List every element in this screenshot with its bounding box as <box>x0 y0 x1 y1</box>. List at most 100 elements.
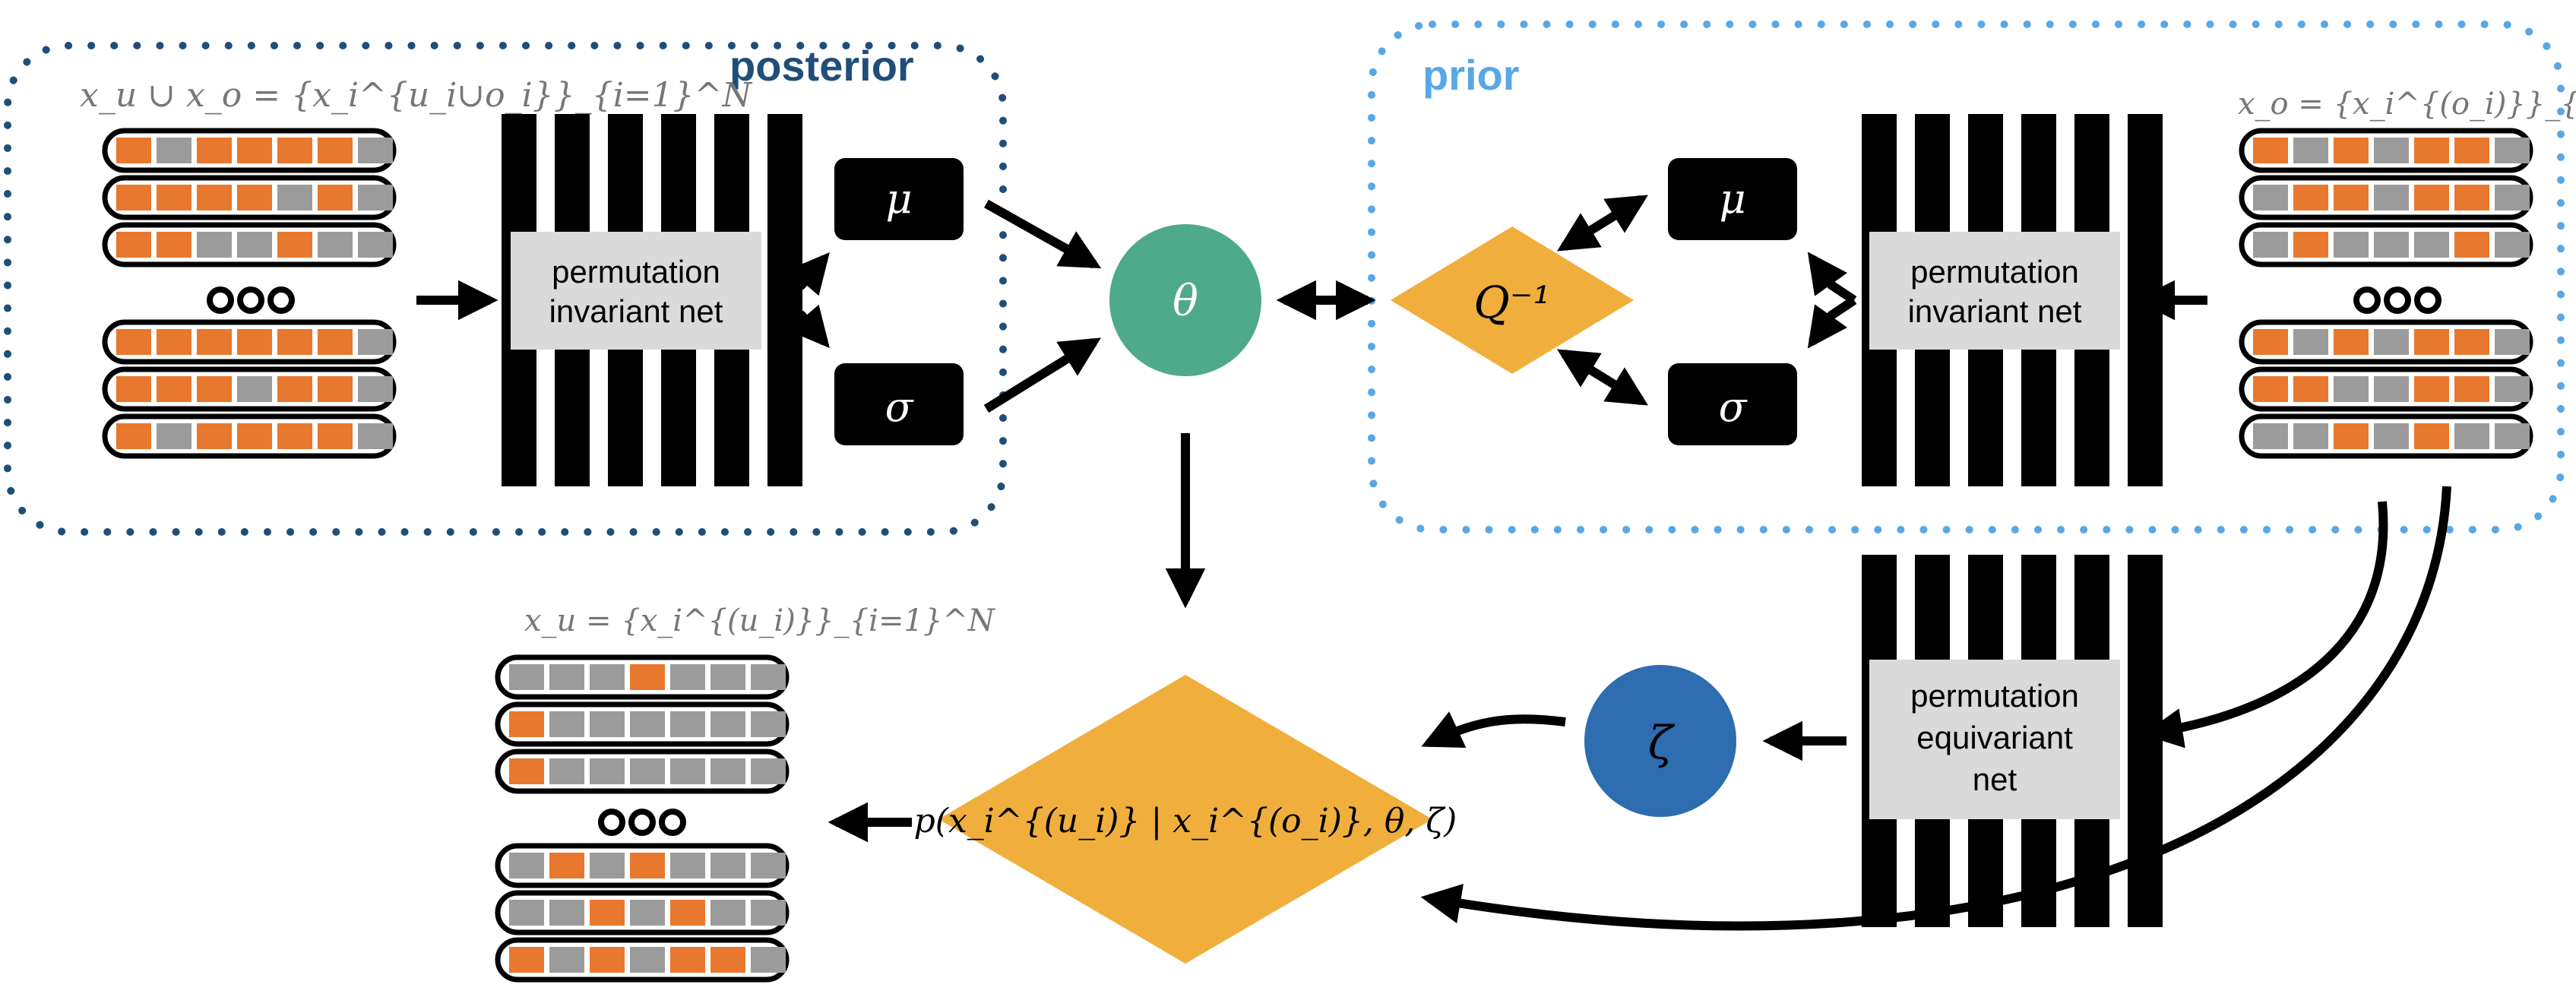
observed-cell <box>670 947 705 973</box>
missing-cell <box>2374 376 2409 402</box>
missing-cell <box>549 947 584 973</box>
matrix-left-bottom <box>495 654 790 983</box>
missing-cell <box>2495 185 2530 211</box>
missing-cell <box>358 423 393 449</box>
missing-cell <box>2374 329 2409 355</box>
likelihood-diamond <box>938 675 1432 964</box>
observed-cell <box>2414 138 2449 163</box>
matrix-row <box>2239 319 2533 365</box>
missing-cell <box>590 711 625 737</box>
observed-cell <box>590 947 625 973</box>
posterior-sigma-box <box>834 363 964 445</box>
observed-cell <box>197 423 232 449</box>
posterior-mu-label: μ <box>885 175 912 223</box>
matrix-row <box>495 701 790 747</box>
missing-cell <box>710 758 745 784</box>
observed-cell <box>116 376 151 402</box>
observed-cell <box>197 185 232 211</box>
missing-cell <box>670 758 705 784</box>
missing-cell <box>2454 423 2489 449</box>
missing-cell <box>197 232 232 258</box>
missing-cell <box>630 947 665 973</box>
matrix-left-top <box>102 128 397 459</box>
matrix-row <box>495 843 790 888</box>
missing-cell <box>710 853 745 878</box>
missing-cell <box>630 711 665 737</box>
observed-cell <box>237 185 272 211</box>
observed-cell <box>2334 423 2369 449</box>
missing-cell <box>670 853 705 878</box>
three-circles-icon <box>2353 286 2442 314</box>
missing-cell <box>2374 423 2409 449</box>
observed-cell <box>2293 185 2328 211</box>
missing-cell <box>358 329 393 355</box>
missing-cell <box>2495 423 2530 449</box>
matrix-row <box>102 366 397 412</box>
observed-cell <box>2253 376 2288 402</box>
observed-cell <box>197 138 232 163</box>
set-label-right-top: x_o = {x_i^{(o_i)}}_{i=1}^N <box>2238 87 2576 122</box>
double-arrow-icon <box>1557 195 1648 252</box>
missing-cell <box>157 423 191 449</box>
arrow-icon <box>2142 501 2388 749</box>
matrix-row <box>2239 175 2533 220</box>
observed-cell <box>116 185 151 211</box>
missing-cell <box>670 664 705 690</box>
missing-cell <box>710 711 745 737</box>
observed-cell <box>710 947 745 973</box>
observed-cell <box>277 376 312 402</box>
missing-cell <box>358 138 393 163</box>
zeta-label: ζ <box>1648 717 1676 770</box>
observed-cell <box>2334 329 2369 355</box>
missing-cell <box>549 711 584 737</box>
observed-cell <box>157 329 191 355</box>
matrix-row <box>2239 128 2533 173</box>
observed-cell <box>2414 376 2449 402</box>
matrix-row <box>102 128 397 173</box>
arrow-icon <box>1421 711 1566 749</box>
missing-cell <box>358 376 393 402</box>
posterior-sigma-label: σ <box>885 383 915 431</box>
observed-cell <box>2414 329 2449 355</box>
observed-cell <box>197 376 232 402</box>
prior-mu-label: μ <box>1719 175 1745 223</box>
matrix-row <box>102 319 397 365</box>
matrix-right-top <box>2239 128 2533 459</box>
missing-cell <box>710 900 745 926</box>
observed-cell <box>116 423 151 449</box>
missing-cell <box>2293 423 2328 449</box>
observed-cell <box>2454 138 2489 163</box>
missing-cell <box>2414 232 2449 258</box>
observed-cell <box>670 900 705 926</box>
prior-net-box <box>1869 232 2120 350</box>
arrow-icon <box>984 199 1102 269</box>
matrix-row <box>495 937 790 983</box>
three-circles-icon <box>598 809 686 836</box>
missing-cell <box>2374 232 2409 258</box>
missing-cell <box>358 232 393 258</box>
matrix-row <box>495 890 790 935</box>
observed-cell <box>157 185 191 211</box>
observed-cell <box>116 329 151 355</box>
q-inverse-label: Q⁻¹ <box>1473 277 1550 328</box>
missing-cell <box>2253 232 2288 258</box>
missing-cell <box>590 853 625 878</box>
observed-cell <box>2454 185 2489 211</box>
zeta-node <box>1584 665 1736 817</box>
observed-cell <box>2253 138 2288 163</box>
matrix-row <box>102 175 397 220</box>
missing-cell <box>277 185 312 211</box>
missing-cell <box>549 664 584 690</box>
missing-cell <box>2495 329 2530 355</box>
posterior-group <box>4 42 1007 536</box>
prior-mu-box <box>1668 158 1797 240</box>
network-layer <box>2128 555 2163 927</box>
observed-cell <box>318 138 353 163</box>
observed-cell <box>2334 138 2369 163</box>
observed-cell <box>237 329 272 355</box>
observed-cell <box>590 900 625 926</box>
observed-cell <box>197 329 232 355</box>
prior-sigma-label: σ <box>1719 383 1748 431</box>
